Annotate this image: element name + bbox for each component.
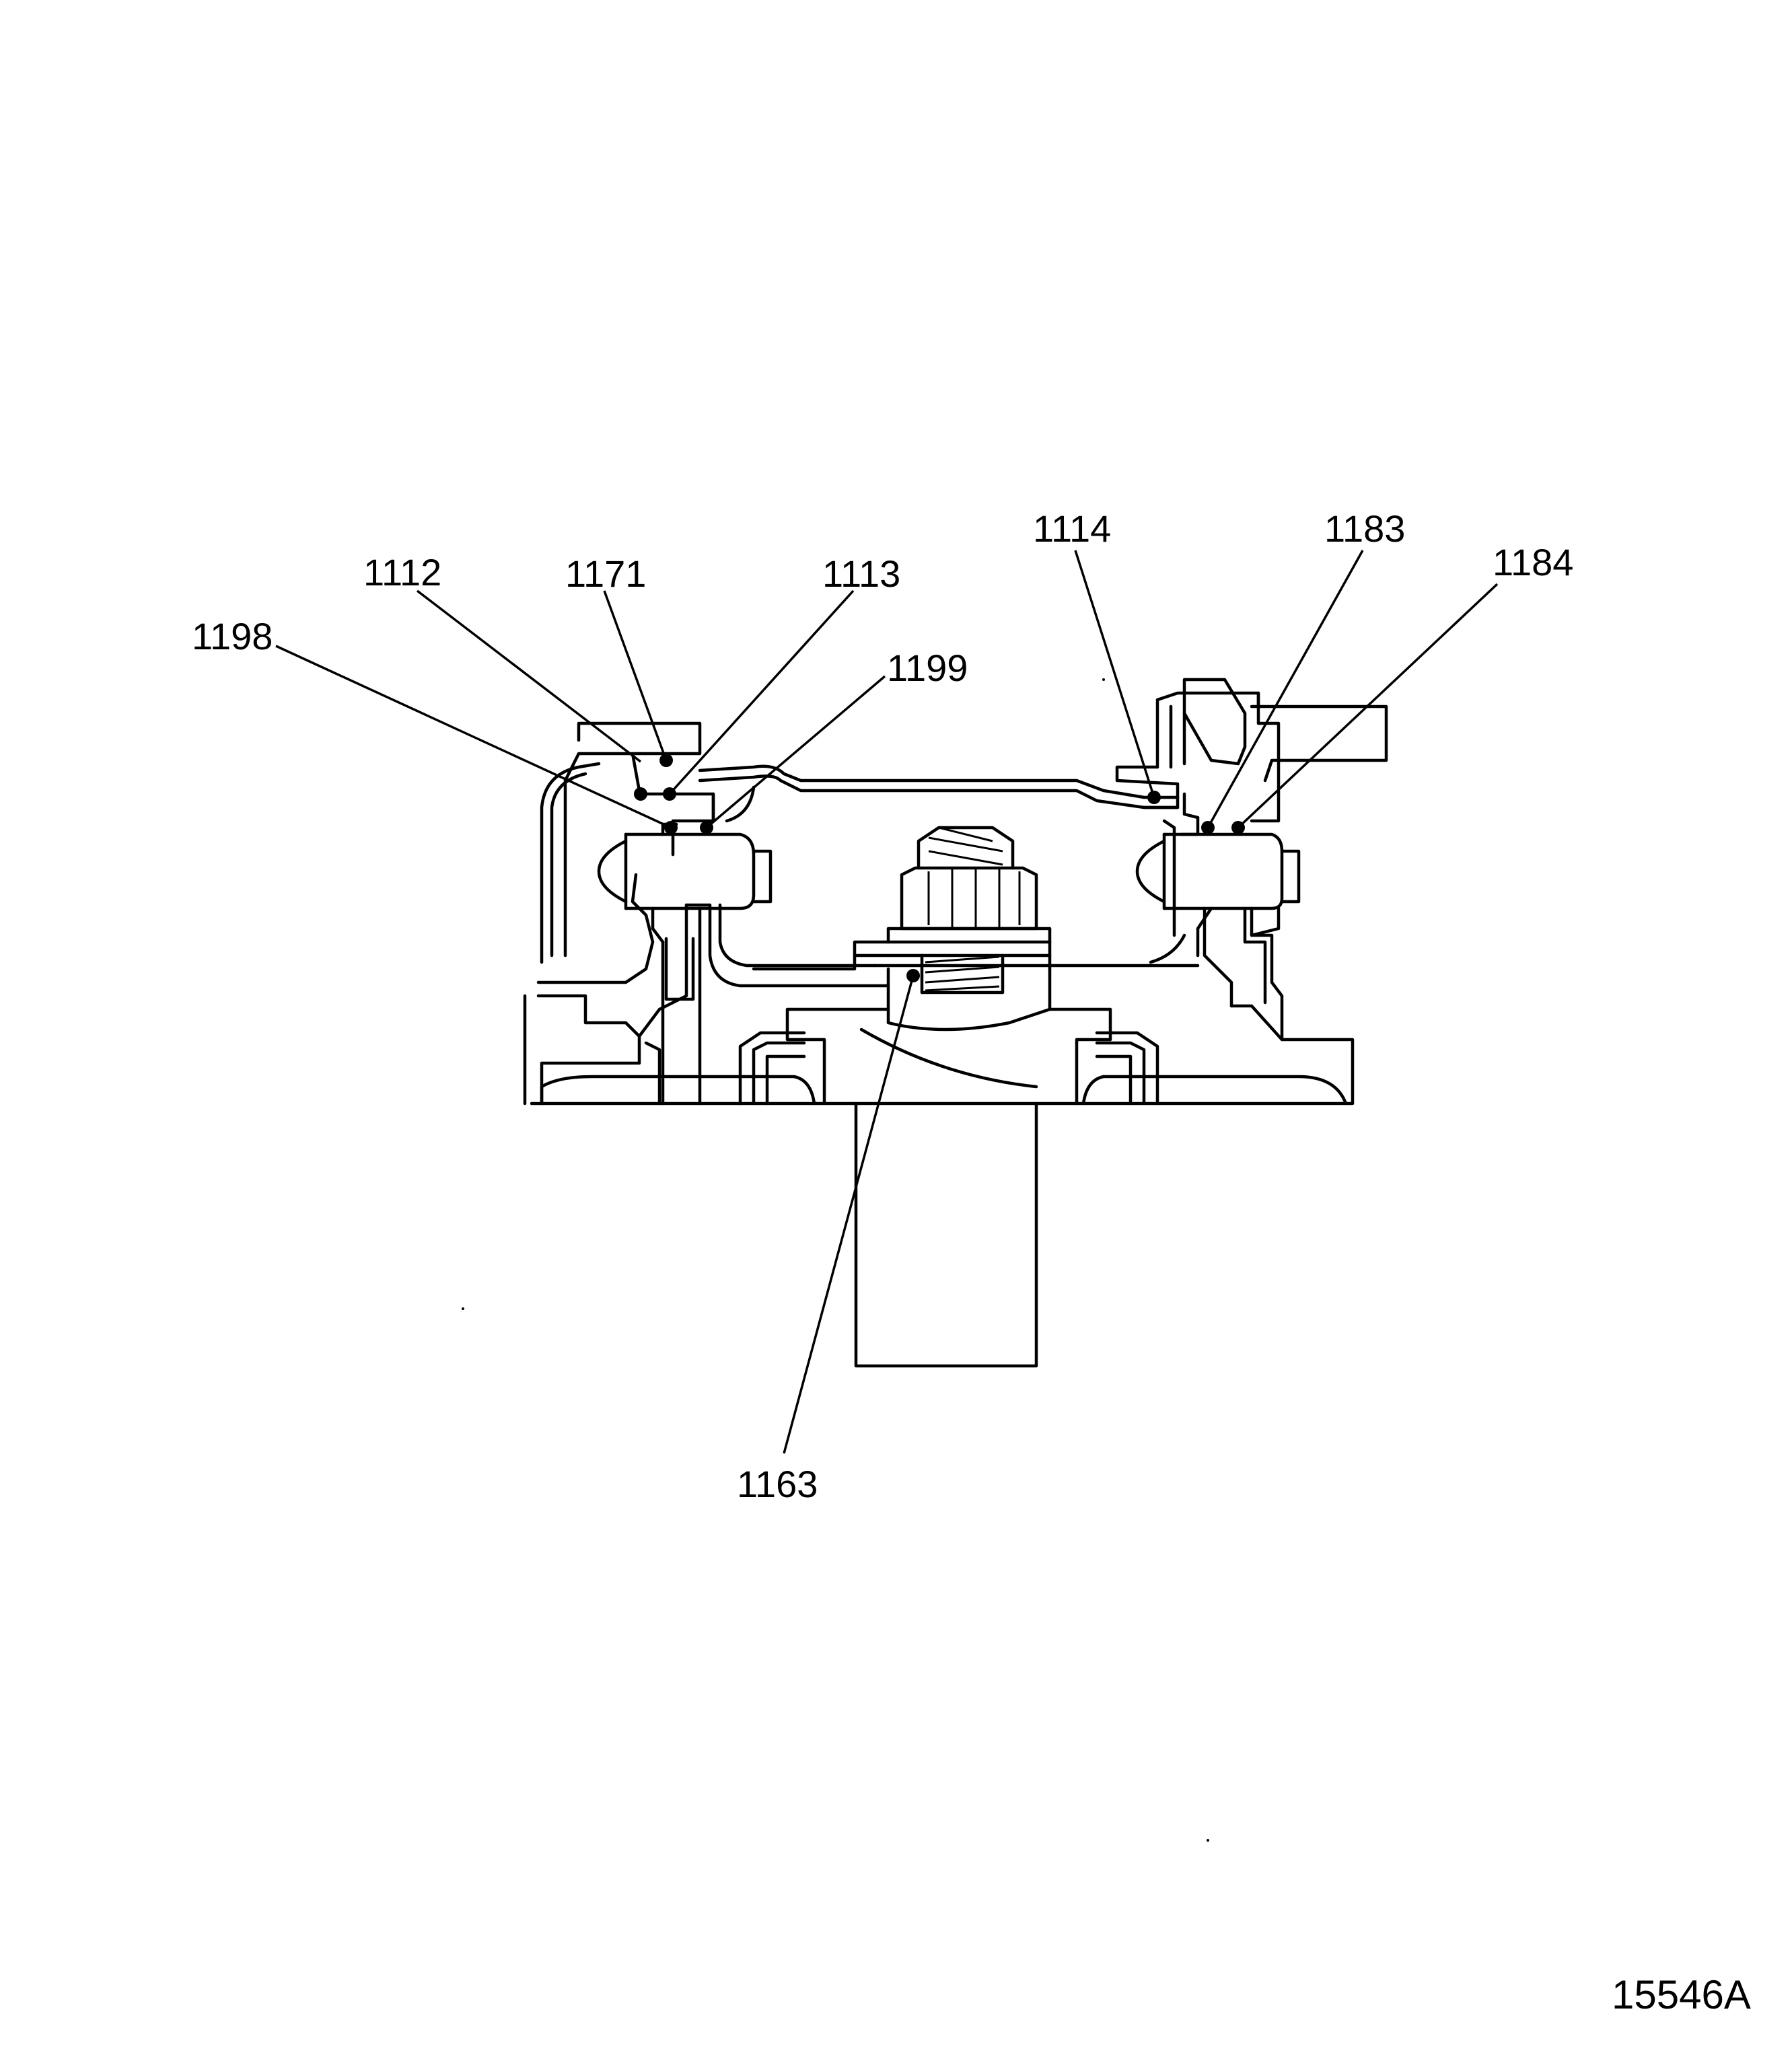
leader-1114 xyxy=(1074,550,1155,798)
leader-lines xyxy=(275,550,1499,1454)
leader-1163 xyxy=(783,975,915,1454)
label-1171: 1171 xyxy=(565,552,646,595)
leader-1112 xyxy=(416,589,642,763)
leader-1198 xyxy=(275,645,672,829)
dot-1184 xyxy=(1231,821,1245,834)
dot-1163 xyxy=(906,969,920,982)
center-nut xyxy=(886,826,1052,944)
leader-1171 xyxy=(603,590,668,761)
label-1114: 1114 xyxy=(1033,507,1111,550)
leader-1183 xyxy=(1207,550,1364,828)
dot-1113 xyxy=(663,787,676,801)
label-1184: 1184 xyxy=(1493,541,1573,583)
left-seal-groove xyxy=(738,1031,806,1106)
leader-1199 xyxy=(705,675,886,829)
dot-1171 xyxy=(659,754,673,767)
leader-1113 xyxy=(668,589,855,795)
left-housing xyxy=(523,721,890,1106)
callout-labels: 1112 1171 1113 1198 1199 1114 1183 1184 … xyxy=(192,507,1573,1505)
label-1163: 1163 xyxy=(737,1463,818,1505)
callout-dots xyxy=(634,754,1245,982)
dot-1198 xyxy=(664,821,678,834)
right-planet-pin xyxy=(1135,832,1301,1042)
dot-1112 xyxy=(634,787,647,801)
dot-1199 xyxy=(700,821,713,834)
label-1199: 1199 xyxy=(887,647,968,689)
label-1113: 1113 xyxy=(822,552,900,595)
speck xyxy=(1102,678,1105,681)
speck xyxy=(462,1307,464,1310)
dot-1114 xyxy=(1147,791,1161,804)
speck xyxy=(1207,1839,1209,1842)
base-flange xyxy=(530,967,1355,1106)
label-1198: 1198 xyxy=(192,615,273,657)
carrier-plate xyxy=(698,764,1200,971)
label-1112: 1112 xyxy=(363,551,441,593)
center-bolt-thread xyxy=(920,953,1005,995)
right-housing xyxy=(1115,678,1388,836)
output-shaft xyxy=(854,1101,1038,1368)
figure-number: 15546A xyxy=(1612,1972,1751,2017)
leader-1184 xyxy=(1237,583,1499,829)
right-seal-groove xyxy=(1095,1031,1159,1106)
dot-1183 xyxy=(1201,821,1215,834)
label-1183: 1183 xyxy=(1324,507,1405,550)
